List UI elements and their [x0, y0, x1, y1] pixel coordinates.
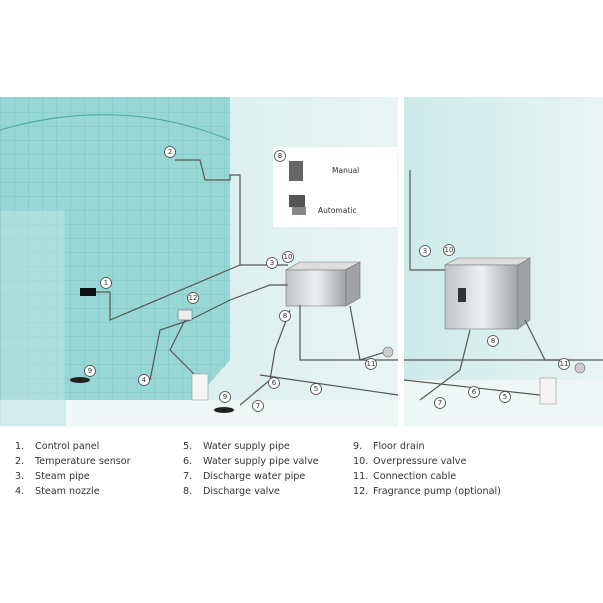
svg-text:7: 7 — [256, 402, 260, 410]
inset-manual-label: Manual — [332, 166, 359, 175]
legend-item: 3.Steam pipe — [15, 471, 90, 482]
svg-text:10: 10 — [445, 246, 454, 254]
control-panel — [80, 288, 96, 296]
svg-text:3: 3 — [423, 247, 427, 255]
callout-8: 8 — [279, 310, 291, 322]
legend-item: 7.Discharge water pipe — [183, 471, 306, 482]
callout-4: 4 — [138, 374, 150, 386]
automatic-valve-icon — [289, 195, 305, 207]
svg-text:7: 7 — [438, 399, 442, 407]
svg-text:10: 10 — [284, 253, 293, 261]
legend-item: 6.Water supply pipe valve — [183, 456, 319, 467]
callout-10: 10 — [282, 251, 294, 263]
svg-text:1: 1 — [104, 279, 108, 287]
callout-10-right: 10 — [443, 244, 455, 256]
legend-column-1: 1.Control panel 2.Temperature sensor 3.S… — [15, 439, 131, 499]
callout-3: 3 — [266, 257, 278, 269]
legend-item: 2.Temperature sensor — [15, 456, 131, 467]
pipes-left — [96, 159, 399, 406]
legend-item: 10.Overpressure valve — [353, 456, 467, 467]
legend-item: 4.Steam nozzle — [15, 486, 100, 497]
svg-text:9: 9 — [88, 367, 92, 375]
callout-8-right: 8 — [487, 335, 499, 347]
svg-text:8: 8 — [278, 152, 282, 160]
legend-item: 8.Discharge valve — [183, 486, 280, 497]
callout-11-right: 11 — [558, 358, 570, 370]
callout-1: 1 — [100, 277, 112, 289]
svg-text:5: 5 — [503, 393, 507, 401]
callout-9b: 9 — [219, 391, 231, 403]
legend-item: 12.Fragrance pump (optional) — [353, 486, 501, 497]
manual-valve-icon — [289, 161, 303, 181]
steam-generator-left — [284, 261, 361, 307]
svg-text:11: 11 — [367, 360, 376, 368]
steam-generator-right — [444, 257, 532, 330]
callout-5: 5 — [310, 383, 322, 395]
legend-item: 11.Connection cable — [353, 471, 457, 482]
callout-12: 12 — [187, 292, 199, 304]
svg-text:9: 9 — [223, 393, 227, 401]
legend-column-3: 9.Floor drain 10.Overpressure valve 11.C… — [353, 439, 501, 499]
floor-drain-right — [214, 407, 234, 413]
callout-3-right: 3 — [419, 245, 431, 257]
svg-text:8: 8 — [283, 312, 287, 320]
discharge-valve-inset: Manual Automatic 8 — [273, 147, 397, 227]
svg-text:2: 2 — [168, 148, 172, 156]
svg-text:4: 4 — [142, 376, 147, 384]
svg-text:11: 11 — [560, 360, 569, 368]
callout-9: 9 — [84, 365, 96, 377]
callout-7-right: 7 — [434, 397, 446, 409]
svg-text:5: 5 — [314, 385, 318, 393]
fragrance-container — [191, 373, 209, 401]
callout-2: 2 — [164, 146, 176, 158]
glass-door — [0, 209, 66, 426]
legend-item: 1.Control panel — [15, 441, 100, 452]
svg-text:6: 6 — [272, 379, 277, 387]
left-room-scene — [0, 97, 399, 427]
svg-text:12: 12 — [189, 294, 198, 302]
callout-5-right: 5 — [499, 391, 511, 403]
right-room-scene — [403, 97, 603, 427]
legend-item: 5.Water supply pipe — [183, 441, 290, 452]
callouts: 1 2 3 10 12 8 4 9 9 7 6 5 11 3 10 8 11 6… — [84, 146, 570, 412]
legend-item: 9.Floor drain — [353, 441, 425, 452]
inset-automatic-label: Automatic — [318, 206, 356, 215]
floor-drain-left — [70, 377, 90, 383]
fragrance-pump — [177, 309, 193, 321]
svg-text:6: 6 — [472, 388, 477, 396]
callout-inset-8: 8 — [274, 150, 286, 162]
callout-6: 6 — [268, 377, 280, 389]
legend-column-2: 5.Water supply pipe 6.Water supply pipe … — [183, 439, 319, 499]
svg-text:3: 3 — [270, 259, 274, 267]
callout-6-right: 6 — [468, 386, 480, 398]
svg-text:8: 8 — [491, 337, 495, 345]
callout-7: 7 — [252, 400, 264, 412]
callout-11: 11 — [365, 358, 377, 370]
